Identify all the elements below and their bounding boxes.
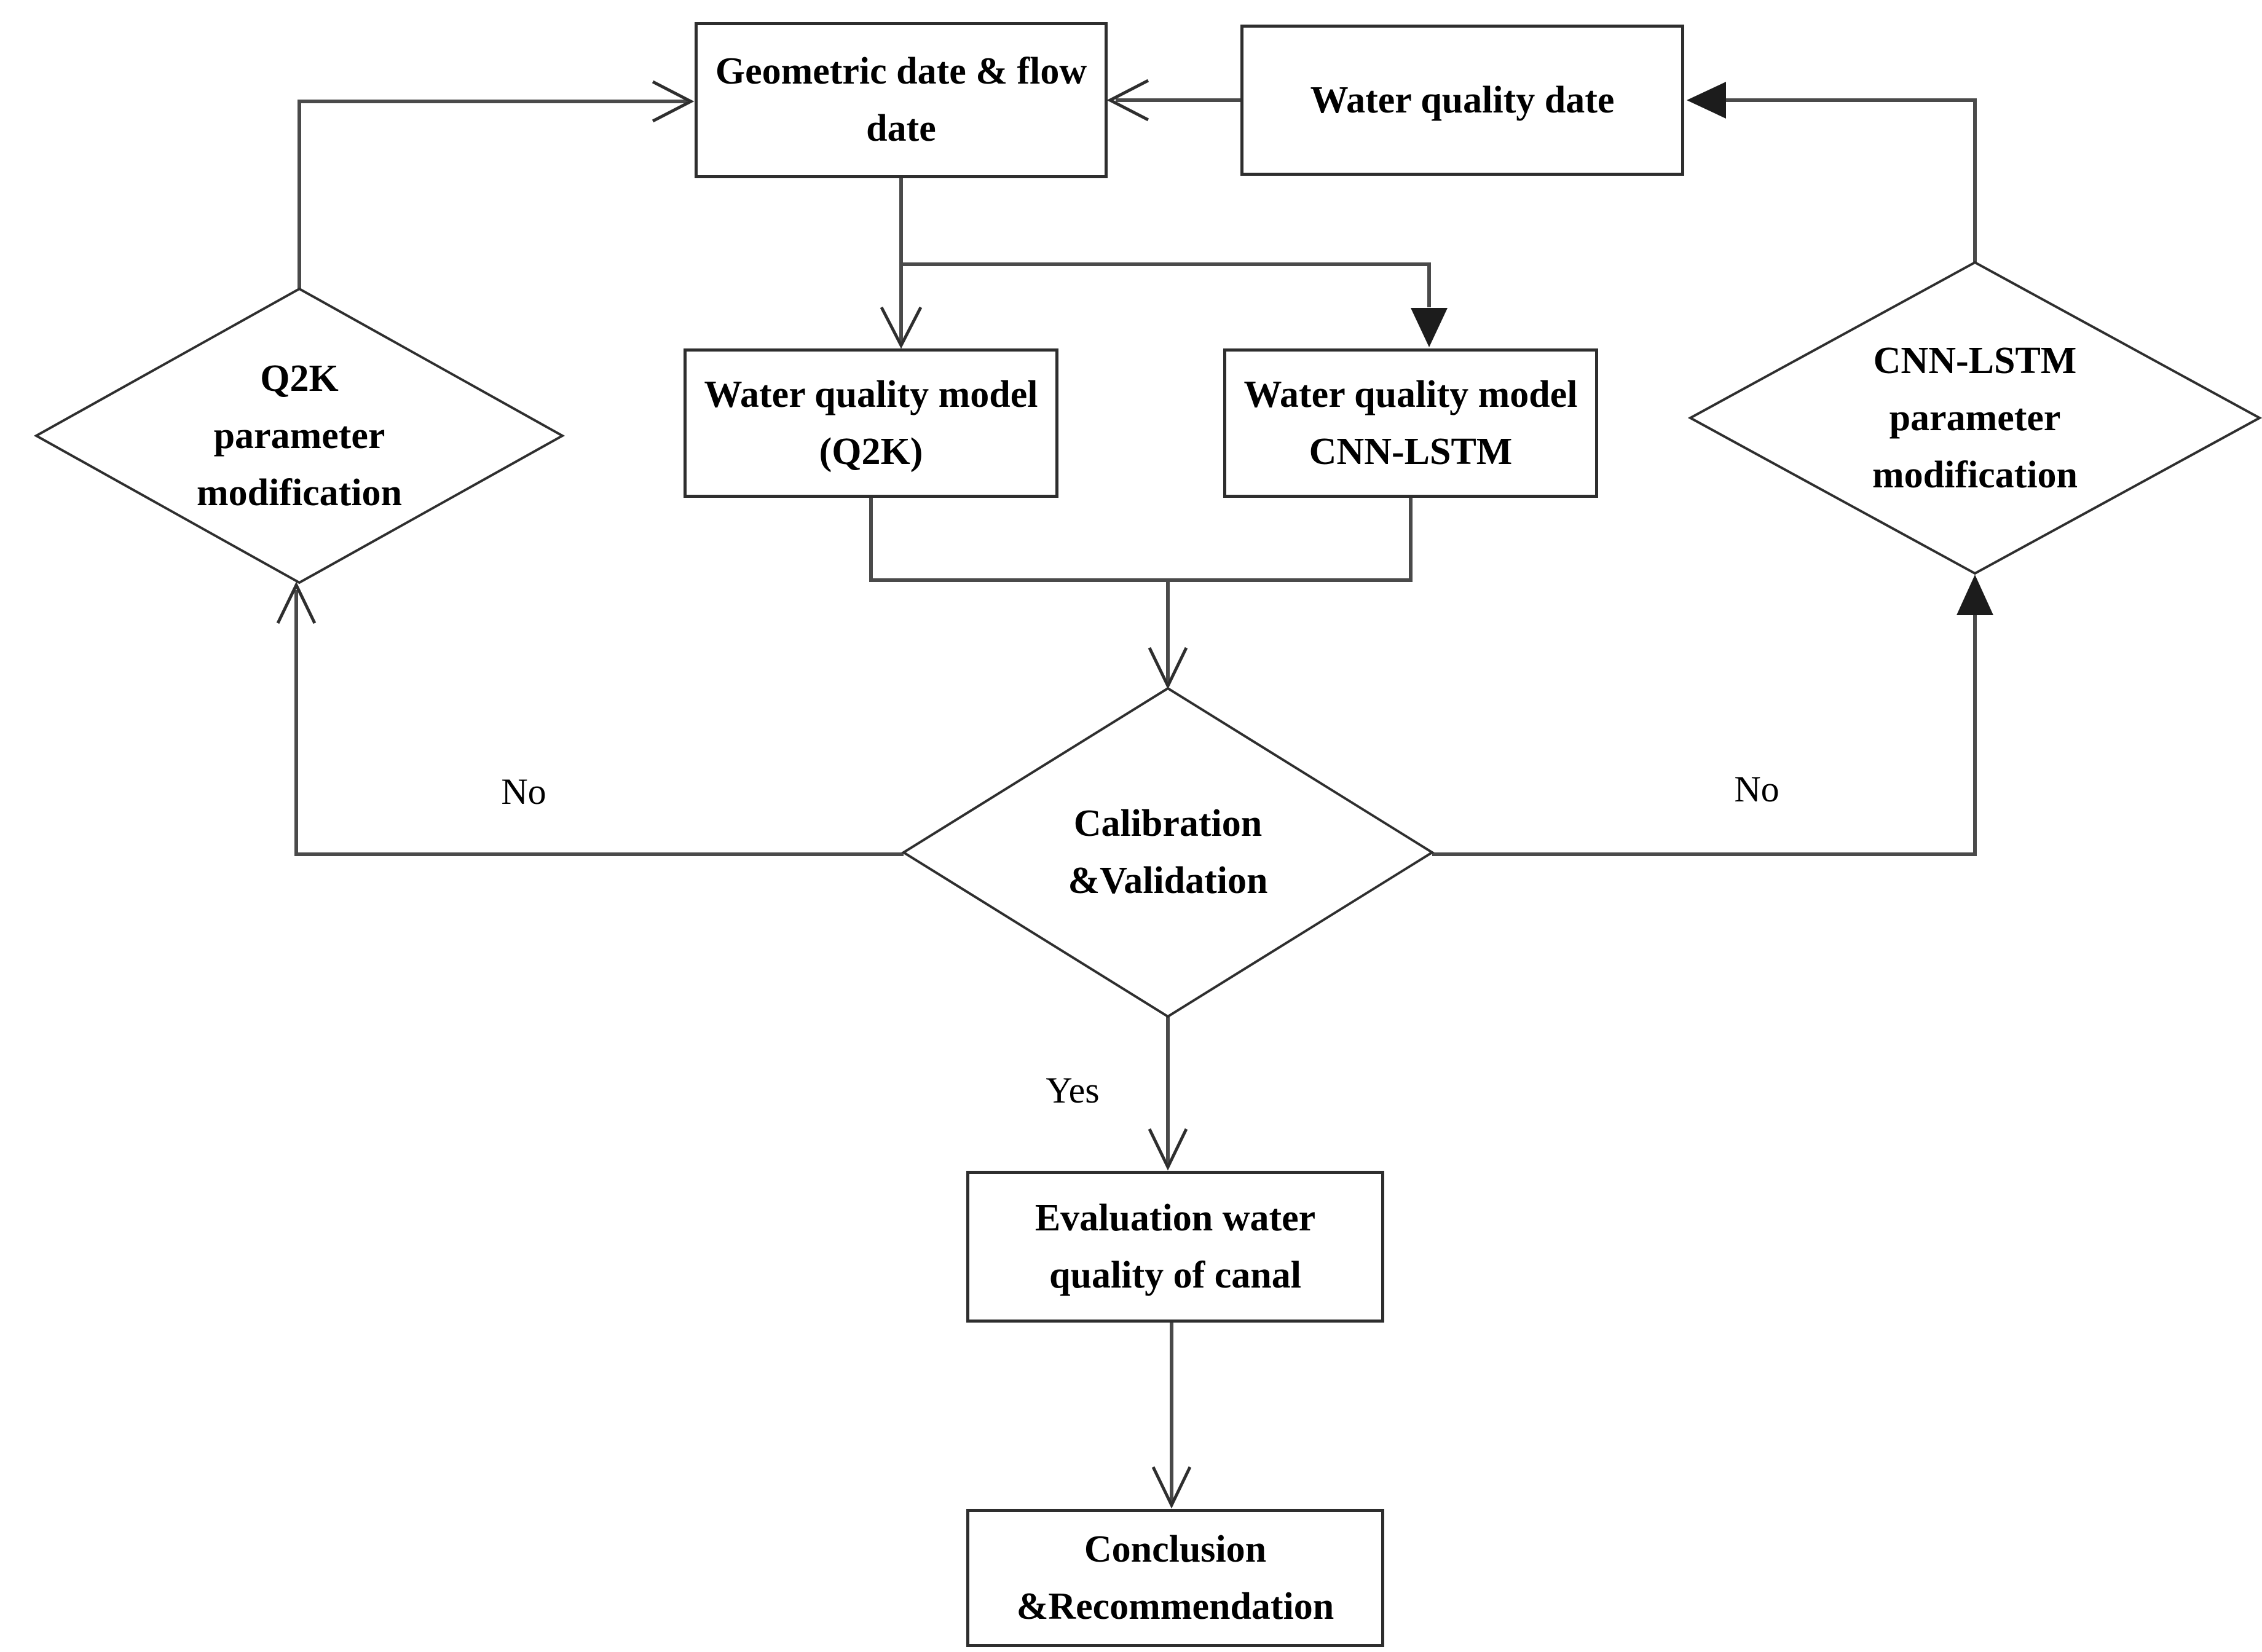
arrowhead-open-left-icon [1106, 79, 1149, 122]
arrowhead-open-down-icon [1151, 1466, 1192, 1509]
arrowhead-open-right-icon [652, 80, 695, 123]
edge-geometric-to-models [880, 178, 1448, 349]
node-geometric-flow-data: Geometric date & flow date [695, 22, 1108, 178]
arrowhead-open-up-icon [276, 581, 317, 624]
node-q2k-parameter-modification-label: Q2K parameter modification [196, 357, 403, 514]
node-cnn-lstm-parameter-modification: CNN-LSTM parameter modification [1791, 326, 2159, 510]
node-water-quality-model-q2k: Water quality model (Q2K) [684, 348, 1058, 498]
node-cnn-lstm-parameter-modification-shape [1687, 261, 2262, 575]
node-water-quality-data: Water quality date [1240, 25, 1684, 176]
arrowhead-open-down-icon [1148, 647, 1188, 690]
arrowhead-open-down-icon [1148, 1128, 1188, 1171]
node-conclusion-recommendation: Conclusion &Recommendation [966, 1509, 1384, 1647]
node-evaluation-water-quality-label: Evaluation water quality of canal [1034, 1197, 1316, 1296]
node-calibration-validation-label: Calibration &Validation [1068, 803, 1268, 902]
node-water-quality-model-cnn-lstm: Water quality model CNN-LSTM [1223, 348, 1598, 498]
edge-calibration-no-left [276, 581, 904, 856]
branch-label-yes: Yes [1046, 1070, 1100, 1111]
node-water-quality-model-cnn-lstm-label: Water quality model CNN-LSTM [1243, 373, 1578, 473]
node-cnn-lstm-parameter-modification-label: CNN-LSTM parameter modification [1872, 339, 2078, 496]
node-q2k-parameter-modification-shape [33, 287, 566, 584]
node-calibration-validation: Calibration &Validation [983, 766, 1352, 938]
arrowhead-filled-up-icon [1957, 575, 1993, 615]
node-water-quality-data-label: Water quality date [1310, 79, 1615, 121]
node-calibration-validation-shape [901, 686, 1435, 1018]
node-geometric-flow-data-label: Geometric date & flow date [715, 50, 1087, 149]
edge-evaluation-to-conclusion [1151, 1323, 1192, 1509]
node-water-quality-model-q2k-label: Water quality model (Q2K) [704, 373, 1038, 473]
edge-calibration-yes [1148, 1017, 1188, 1171]
arrowhead-filled-down-icon [1411, 308, 1448, 347]
arrowhead-filled-left-icon [1687, 82, 1726, 119]
branch-label-no-left: No [501, 771, 546, 812]
branch-label-no-right: No [1734, 769, 1779, 809]
edge-cnn-loop-top [1687, 82, 1977, 264]
edge-calibration-no-right [1432, 575, 1993, 856]
edge-models-join [869, 498, 1413, 690]
node-conclusion-recommendation-label: Conclusion &Recommendation [1016, 1528, 1334, 1627]
node-q2k-parameter-modification: Q2K parameter modification [115, 344, 484, 528]
edge-water-quality-to-geometric [1106, 79, 1240, 122]
arrowhead-open-down-icon [880, 306, 923, 349]
node-evaluation-water-quality: Evaluation water quality of canal [966, 1171, 1384, 1323]
edge-q2k-loop-top [298, 80, 695, 289]
